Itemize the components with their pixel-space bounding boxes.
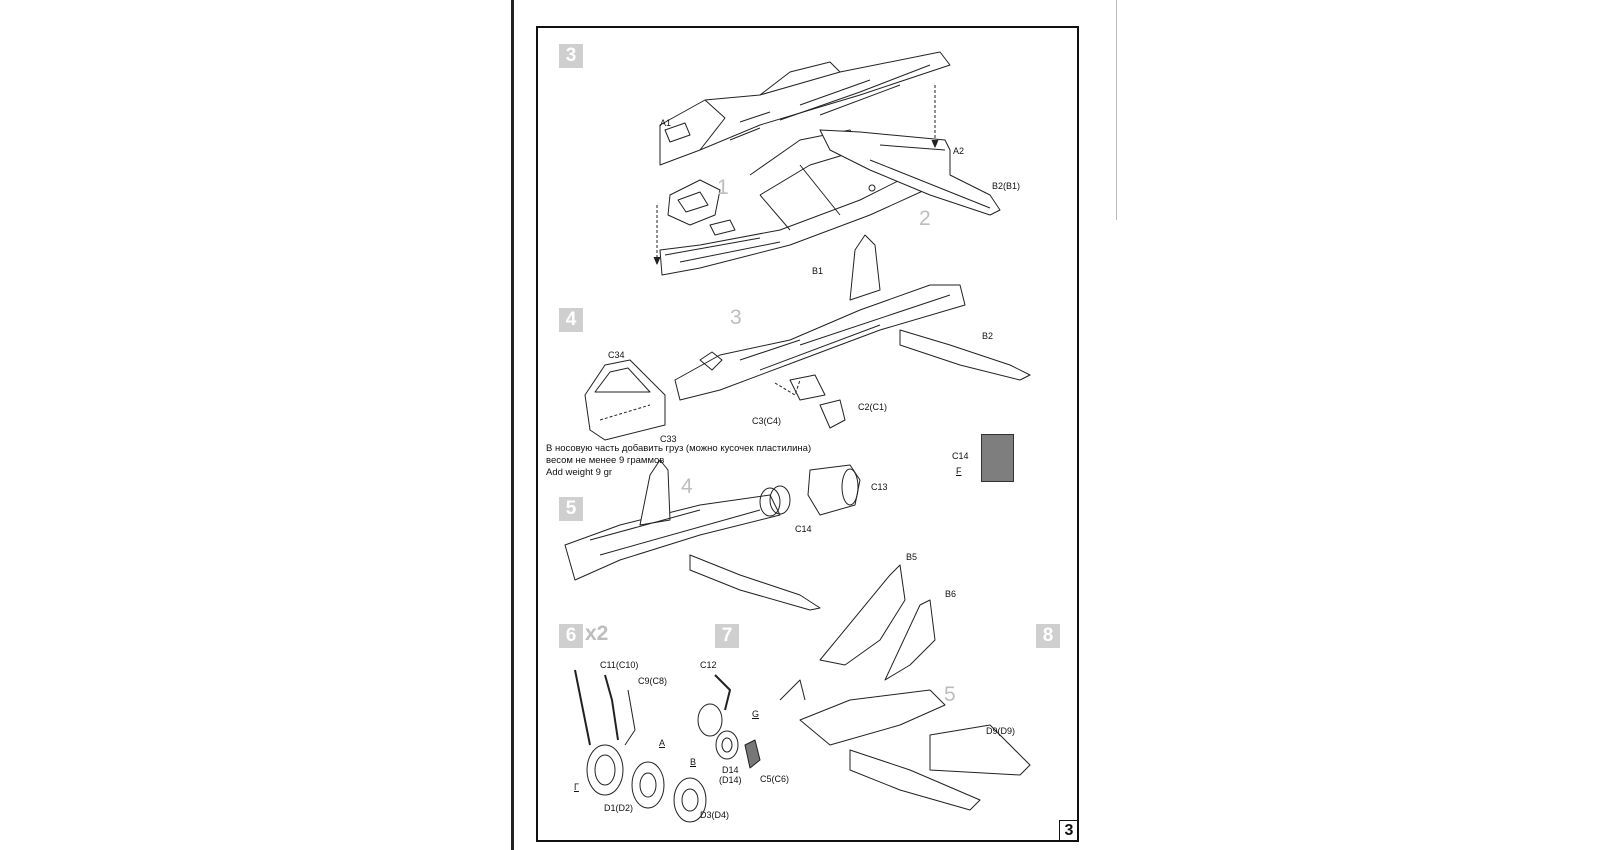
wing-drawing	[819, 129, 1001, 216]
weight-note-en: Add weight 9 gr	[546, 467, 613, 478]
part-label-c14: C14	[795, 524, 812, 534]
part-label-d9-d9: D9(D9)	[986, 726, 1016, 736]
marker-a: A	[659, 738, 666, 748]
assembled-fuselage-drawing	[674, 234, 1031, 429]
canopy-drawing	[584, 359, 666, 441]
marker-b: B	[690, 757, 697, 767]
part-label-d14: D14	[722, 765, 739, 775]
part-label-b2: B2	[982, 331, 994, 341]
weight-note-ru-line2: весом не менее 9 граммов	[546, 455, 665, 466]
nose-gear-drawing	[697, 674, 761, 769]
fuselage-upper-half-drawing	[659, 51, 951, 166]
part-label-d1-d2: D1(D2)	[604, 803, 634, 813]
part-label-b2-b1: B2(B1)	[992, 181, 1021, 191]
subassembly-5-number: 5	[944, 683, 956, 706]
fuselage-rear-drawing	[564, 459, 821, 611]
scan-edge-right	[1116, 0, 1117, 220]
main-gear-drawing	[574, 669, 707, 823]
step-6-multiplier: x2	[585, 622, 609, 645]
part-label-c2-c1: C2(C1)	[858, 402, 888, 412]
cockpit-tub-drawing	[667, 179, 721, 226]
part-label-a1: A1	[660, 118, 672, 128]
part-label-c14-pe: C14	[952, 451, 969, 461]
subassembly-3-number: 3	[730, 306, 742, 329]
part-label-c9-c8: C9(C8)	[638, 676, 668, 686]
part-label-a2: A2	[953, 146, 965, 156]
part-label-b5: B5	[906, 552, 918, 562]
step-7-marker: 7	[715, 624, 739, 648]
marker-g: G	[752, 709, 760, 719]
tail-assembly-drawing	[779, 564, 1031, 811]
part-label-c33: C33	[660, 434, 677, 444]
subassembly-4-number: 4	[681, 475, 693, 498]
part-label-c11-c10: C11(C10)	[600, 660, 639, 670]
scan-edge-left	[511, 0, 514, 850]
part-label-c34: C34	[608, 350, 625, 360]
subassembly-2-number: 2	[919, 207, 931, 230]
step-8-marker: 8	[1036, 624, 1060, 648]
photo-etch-part-image	[981, 434, 1014, 482]
weight-note-ru-line1: В носовую часть добавить груз (можно кус…	[546, 443, 812, 454]
step-6-marker: 6	[559, 624, 583, 648]
part-label-f-pe: F	[956, 466, 962, 476]
part-label-c5-c6: C5(C6)	[760, 774, 790, 784]
instruction-page-frame	[536, 26, 1079, 842]
part-label-c13: C13	[871, 482, 888, 492]
part-label-b1: B1	[812, 266, 824, 276]
part-label-d14-alt: (D14)	[719, 775, 742, 785]
part-label-c12: C12	[700, 660, 717, 670]
part-label-d3-d4: D3(D4)	[700, 810, 730, 820]
step-3-marker: 3	[559, 44, 583, 68]
subassembly-1-number: 1	[717, 176, 729, 199]
part-label-b6: B6	[945, 589, 957, 599]
intake-parts-drawing	[759, 464, 861, 517]
part-label-c3-c4: C3(C4)	[752, 416, 782, 426]
step-4-marker: 4	[559, 308, 583, 332]
marker-g-cyrillic: Г	[574, 782, 579, 792]
page-number: 3	[1059, 820, 1079, 842]
step-5-marker: 5	[559, 497, 583, 521]
